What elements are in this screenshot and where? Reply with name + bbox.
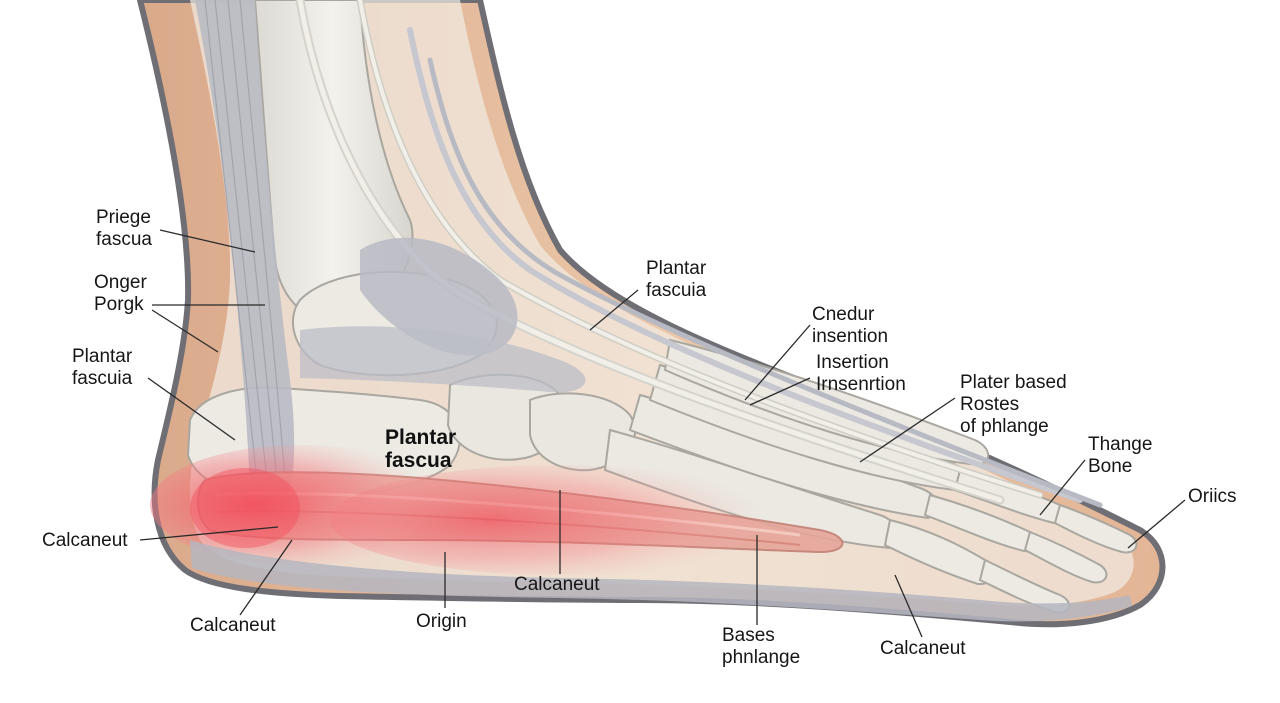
label-bases-phnlange: Bases phnlange <box>722 625 800 669</box>
label-cnedur-insention: Cnedur insention <box>812 304 888 348</box>
label-plantar-fascuia-left: Plantar fascuia <box>72 346 132 390</box>
label-oriics: Oriics <box>1188 486 1237 508</box>
label-thange-bone: Thange Bone <box>1088 434 1152 478</box>
label-priege-fascua: Priege fascua <box>96 207 152 251</box>
label-insertion-irnsenrtion: Insertion Irnsenrtion <box>816 352 906 396</box>
label-plantar-fascua-center: Plantar fascua <box>385 426 456 472</box>
label-plater-based-rostes: Plater based Rostes of phlange <box>960 372 1067 438</box>
label-calcaneut-bottom-left: Calcaneut <box>190 615 276 637</box>
label-plantar-fascuia-top: Plantar fascuia <box>646 258 706 302</box>
label-onger-porgk: Onger Porgk <box>94 272 147 316</box>
label-origin: Origin <box>416 611 467 633</box>
label-calcaneut-left: Calcaneut <box>42 530 128 552</box>
label-calcaneut-right: Calcaneut <box>880 638 966 660</box>
label-calcaneut-mid: Calcaneut <box>514 574 600 596</box>
